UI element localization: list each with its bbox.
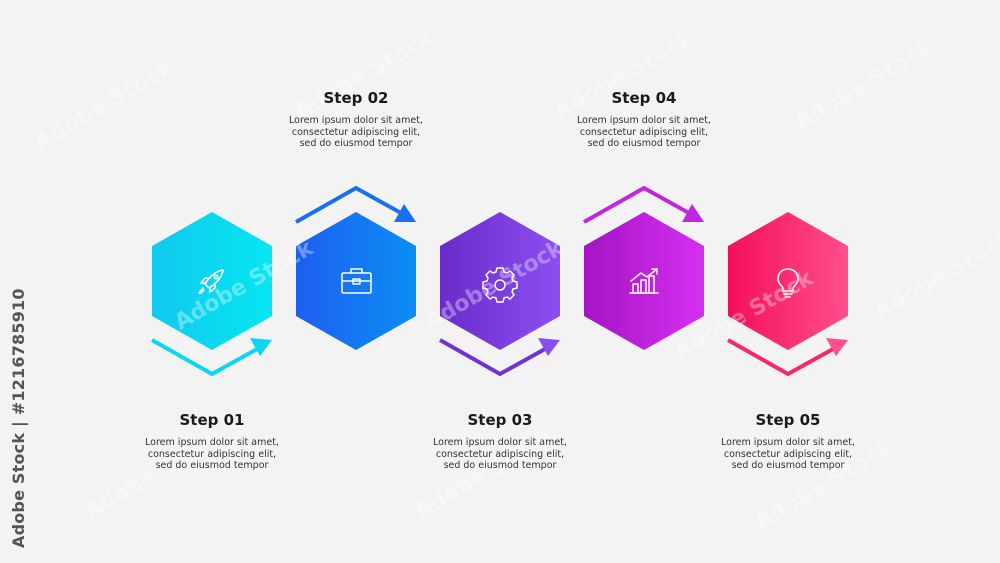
stock-id-watermark: Adobe Stock | #1216785910 [9, 288, 28, 548]
step-4-title: Step 04 [611, 89, 677, 107]
step-1-title: Step 01 [179, 411, 245, 429]
step-2-desc-line: sed do eiusmod tempor [299, 138, 413, 149]
step-3-desc-line: sed do eiusmod tempor [443, 460, 557, 471]
gear-icon [482, 267, 518, 303]
chart-icon [629, 268, 659, 294]
step-5-desc-line: Lorem ipsum dolor sit amet, [721, 437, 855, 448]
step-1-desc-line: sed do eiusmod tempor [155, 460, 269, 471]
bottom-arrow-1 [151, 338, 272, 377]
step-3-title: Step 03 [467, 411, 533, 429]
step-5-desc-line: sed do eiusmod tempor [731, 460, 845, 471]
bottom-arrow-5 [727, 338, 848, 377]
step-hexagon-4 [584, 212, 704, 350]
step-3-text: Step 03 Lorem ipsum dolor sit amet, cons… [410, 411, 590, 472]
step-4-description: Lorem ipsum dolor sit amet, consectetur … [554, 115, 734, 150]
step-2-desc-line: Lorem ipsum dolor sit amet, [289, 115, 423, 126]
step-5-desc-line: consectetur adipiscing elit, [723, 448, 853, 460]
step-5-description: Lorem ipsum dolor sit amet, consectetur … [698, 437, 878, 472]
step-2-text: Step 02 Lorem ipsum dolor sit amet, cons… [266, 89, 446, 150]
step-4-desc-line: consectetur adipiscing elit, [579, 126, 709, 138]
step-3-description: Lorem ipsum dolor sit amet, consectetur … [410, 437, 590, 472]
step-3-desc-line: Lorem ipsum dolor sit amet, [433, 437, 567, 448]
top-arrow-2 [295, 185, 416, 224]
top-arrow-4 [583, 185, 704, 224]
bottom-arrow-3 [439, 338, 560, 377]
svg-text:Adobe Stock: Adobe Stock [791, 35, 939, 135]
step-2-title: Step 02 [323, 89, 389, 107]
step-1-description: Lorem ipsum dolor sit amet, consectetur … [122, 437, 302, 472]
step-5-title: Step 05 [755, 411, 821, 429]
rocket-icon [198, 269, 224, 294]
step-hexagon-5 [728, 212, 848, 350]
svg-text:Adobe Stock: Adobe Stock [871, 225, 1000, 325]
step-5-text: Step 05 Lorem ipsum dolor sit amet, cons… [698, 411, 878, 472]
step-hexagon-1 [152, 212, 272, 350]
step-4-text: Step 04 Lorem ipsum dolor sit amet, cons… [554, 89, 734, 150]
step-4-desc-line: sed do eiusmod tempor [587, 138, 701, 149]
step-3-desc-line: consectetur adipiscing elit, [435, 448, 565, 460]
step-1-text: Step 01 Lorem ipsum dolor sit amet, cons… [122, 411, 302, 472]
step-1-desc-line: consectetur adipiscing elit, [147, 448, 277, 460]
step-4-desc-line: Lorem ipsum dolor sit amet, [577, 115, 711, 126]
svg-text:Adobe Stock: Adobe Stock [31, 55, 179, 155]
briefcase-icon [341, 268, 372, 294]
step-hexagon-3 [440, 212, 560, 350]
step-2-desc-line: consectetur adipiscing elit, [291, 126, 421, 138]
lightbulb-icon [777, 268, 799, 298]
step-1-desc-line: Lorem ipsum dolor sit amet, [145, 437, 279, 448]
step-2-description: Lorem ipsum dolor sit amet, consectetur … [266, 115, 446, 150]
